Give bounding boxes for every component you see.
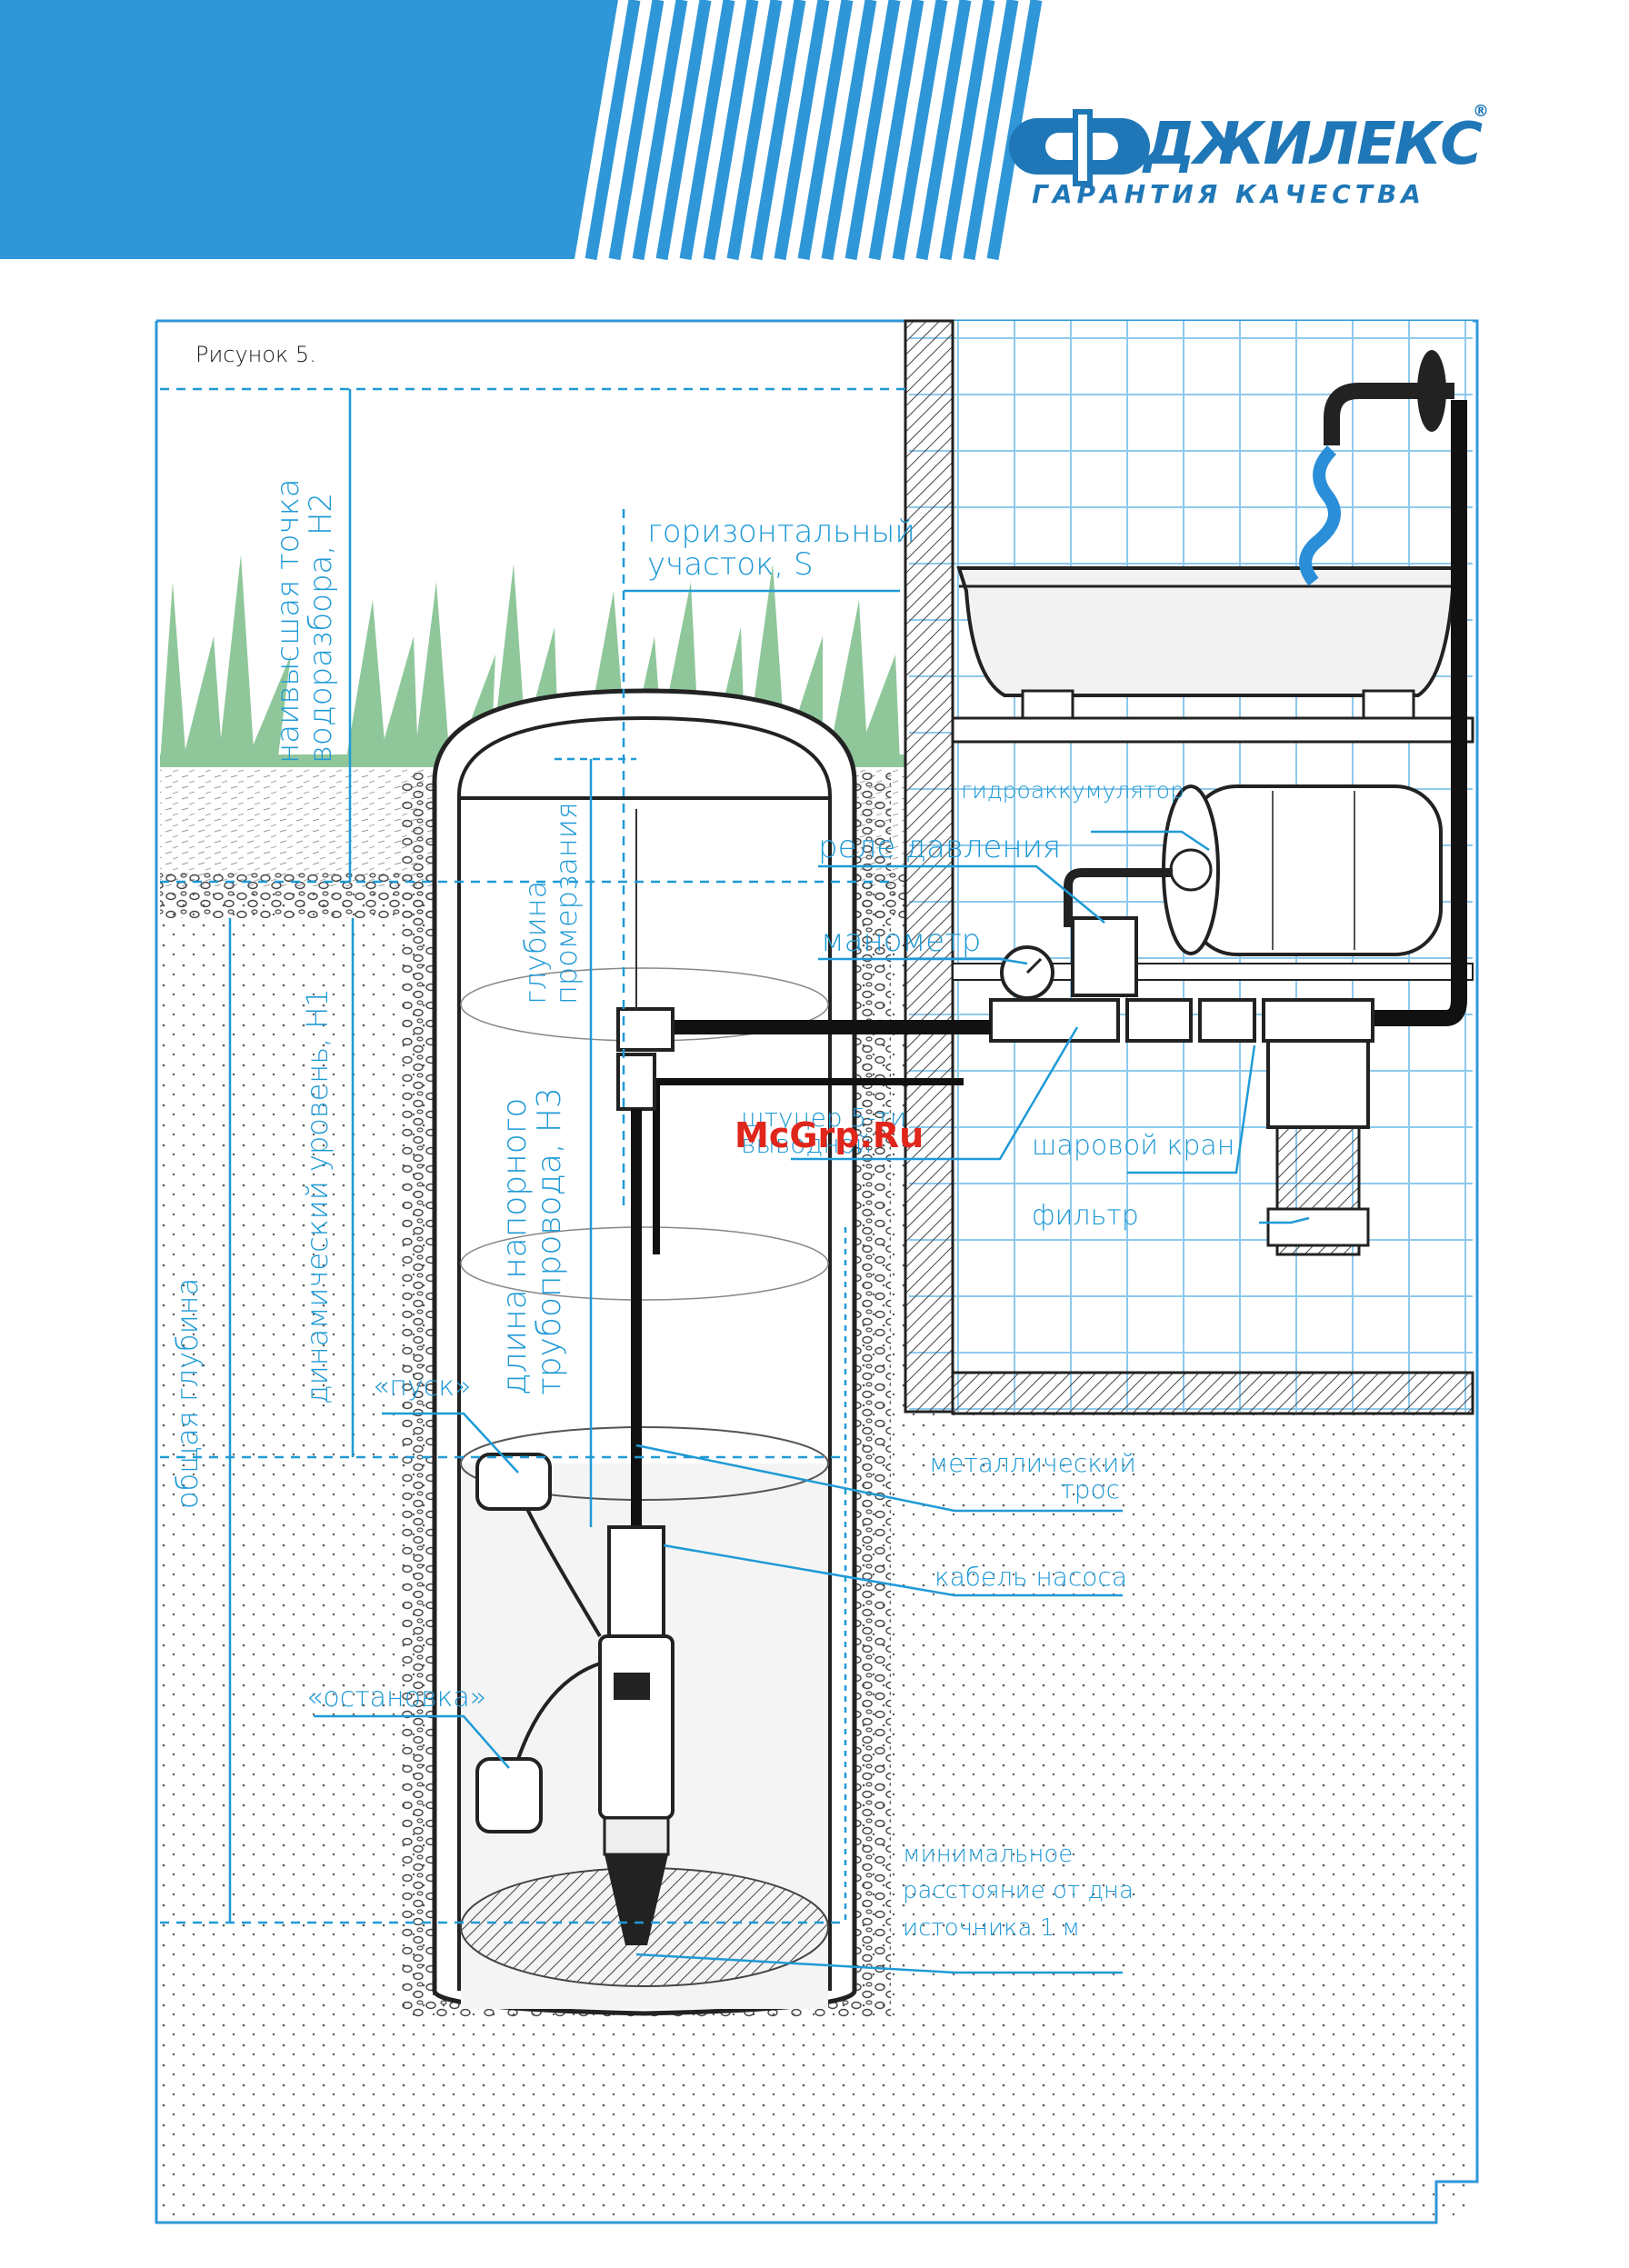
- supply-pipe: [1373, 400, 1467, 1026]
- label-filter: фильтр: [1032, 1200, 1139, 1232]
- label-start-float: «пуск»: [373, 1371, 472, 1403]
- leader-lines: [314, 830, 1310, 1974]
- label-min-distance-line2: расстояние от дна: [903, 1877, 1134, 1905]
- label-dynamic-level: динамический уровень, Н1: [300, 988, 335, 1404]
- label-freezing-depth: глубина промерзания: [518, 802, 584, 1004]
- submersible-pump: [598, 1525, 675, 1945]
- brand-logo-mark: [1009, 109, 1150, 186]
- figure-title: Рисунок 5.: [195, 342, 316, 367]
- label-freezing-line2: промерзания: [548, 802, 584, 1004]
- label-cable-line1: металлический: [929, 1448, 1136, 1478]
- pressure-unit: [989, 916, 1256, 1043]
- float-switches: [475, 1453, 602, 1833]
- label-pressure-relay: реле давления: [818, 829, 1062, 865]
- faucet: [1299, 350, 1454, 586]
- header-band: [0, 0, 1043, 261]
- brand-name: ДЖИЛЕКС: [1144, 111, 1483, 178]
- watermark: McGrp.Ru: [735, 1115, 924, 1155]
- label-freezing-line1: глубина: [518, 880, 553, 1004]
- dimension-lines: [160, 387, 909, 1924]
- label-manometer: манометр: [821, 923, 982, 959]
- label-pipe-length-line1: длина напорного: [496, 1097, 534, 1395]
- label-cable-line2: трос: [1060, 1474, 1120, 1505]
- pressure-pipe: [616, 809, 991, 1527]
- label-stop-float: «остановка»: [306, 1682, 487, 1713]
- label-fitting-line2: выводной: [741, 1129, 873, 1160]
- label-highest-point-line1: наивысшая точка: [270, 478, 306, 764]
- label-metal-cable: металлический трос: [929, 1448, 1136, 1505]
- label-total-depth: общая глубина: [170, 1277, 205, 1509]
- accumulator-tank: [1064, 784, 1443, 956]
- label-min-distance-line1: минимальное: [903, 1841, 1074, 1868]
- bathtub: [956, 566, 1457, 720]
- brand-registered: ®: [1473, 102, 1489, 121]
- label-horizontal-section: горизонтальный участок, S: [647, 514, 915, 583]
- label-fitting: штуцер 5-ти выводной: [741, 1104, 906, 1158]
- label-min-distance: минимальное расстояние от дна источника …: [903, 1836, 1134, 1946]
- label-highest-point-line2: водоразбора, Н2: [302, 492, 339, 764]
- water-filter: [1262, 998, 1374, 1256]
- label-horizontal-line2: участок, S: [647, 545, 814, 583]
- brand-slogan: ГАРАНТИЯ КАЧЕСТВА: [1032, 179, 1425, 209]
- label-pipe-length-line2: трубопровода, Н3: [530, 1087, 568, 1395]
- label-pipe-length: длина напорного трубопровода, Н3: [496, 1087, 568, 1395]
- label-horizontal-line1: горизонтальный: [647, 514, 915, 550]
- label-accumulator: гидроаккумулятор: [961, 777, 1184, 804]
- label-highest-point: наивысшая точка водоразбора, Н2: [270, 478, 339, 764]
- label-fitting-line1: штуцер 5-ти: [741, 1103, 907, 1133]
- label-min-distance-line3: источника 1 м: [903, 1913, 1081, 1942]
- label-ball-valve: шаровой кран: [1032, 1130, 1235, 1162]
- label-pump-cable: кабель насоса: [934, 1562, 1127, 1592]
